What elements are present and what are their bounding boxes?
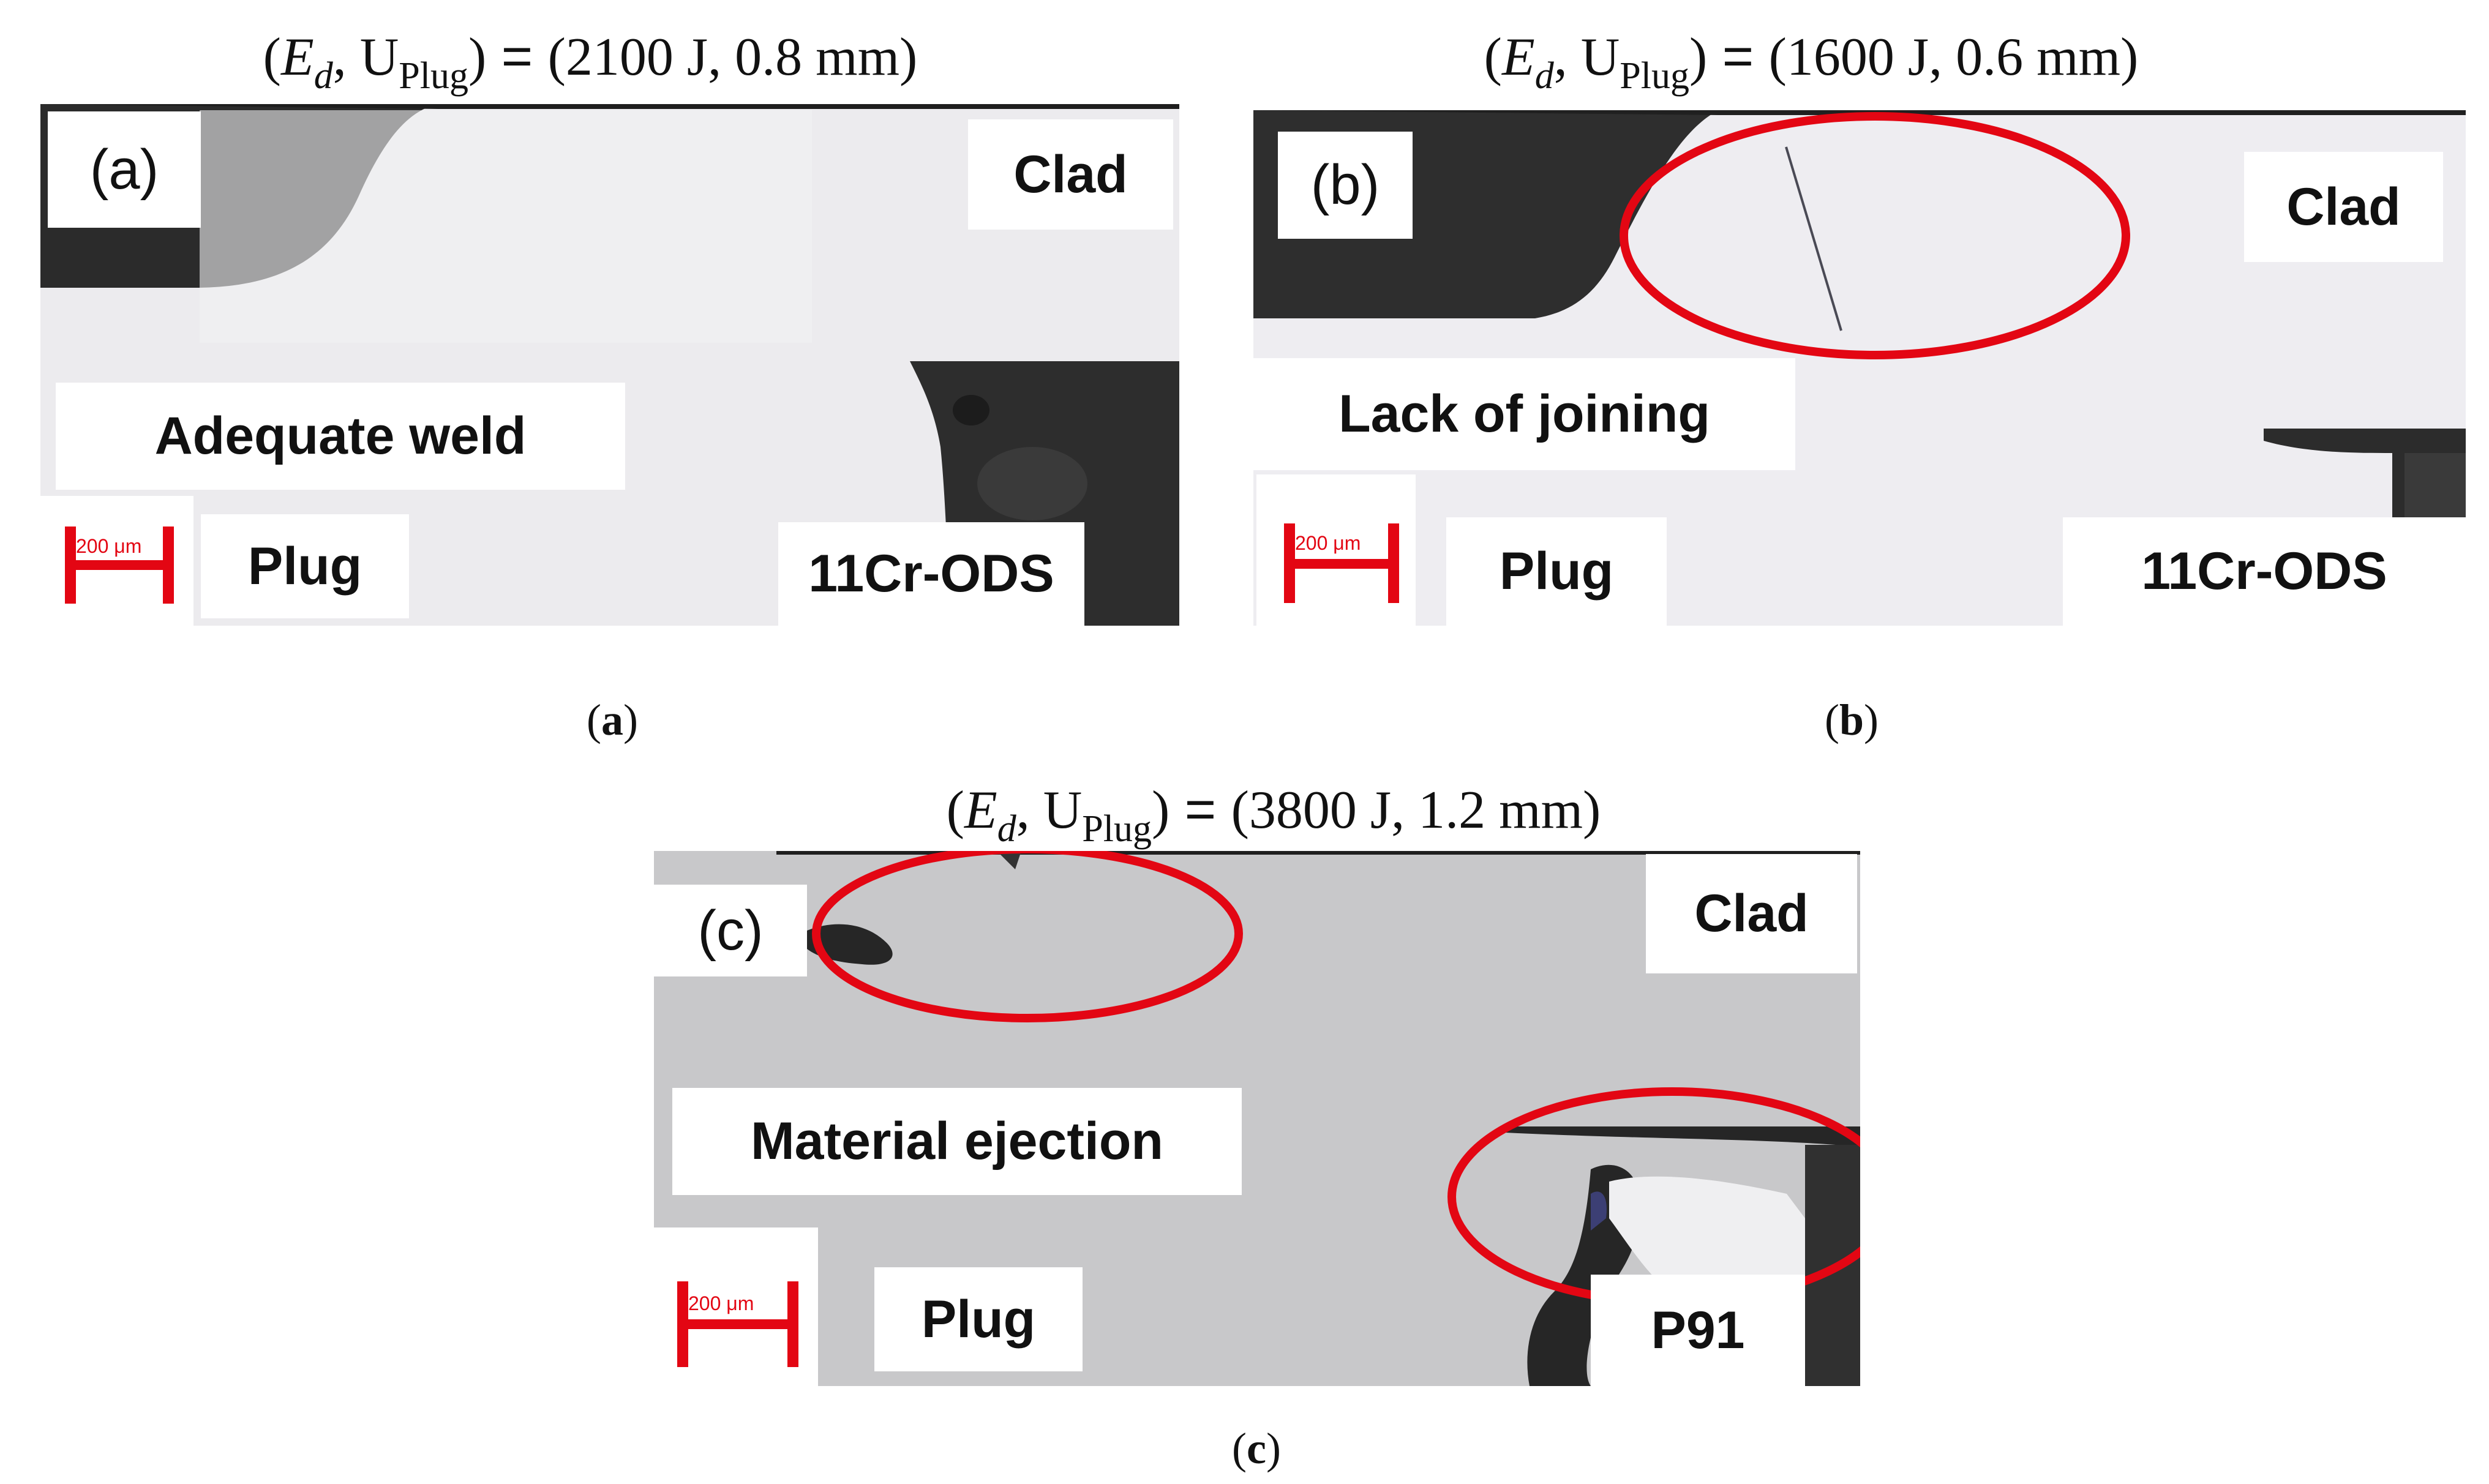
panel-c-clad-label: Clad bbox=[1646, 854, 1857, 973]
panel-c-microstructure bbox=[776, 851, 1860, 1386]
panel-b-caption: (b) bbox=[1824, 695, 1879, 744]
panel-c-highlight-ellipse-top bbox=[812, 851, 1243, 1022]
panel-a-micrograph: (a) Clad Adequate weld 200 μm Plug 11Cr-… bbox=[40, 104, 1179, 626]
panel-b-title: (Ed, UPlug) = (1600 J, 0.6 mm) bbox=[1484, 26, 2139, 97]
panel-b-tube-label: 11Cr-ODS bbox=[2063, 517, 2466, 626]
panel-a-letter: (a) bbox=[48, 111, 201, 228]
panel-b-clad-label: Clad bbox=[2244, 152, 2443, 262]
panel-c-title: (Ed, UPlug) = (3800 J, 1.2 mm) bbox=[946, 779, 1601, 850]
panel-c-scale-text: 200 μm bbox=[688, 1292, 754, 1314]
panel-b-highlight-ellipse bbox=[1620, 112, 2130, 359]
panel-a-weld-label: Adequate weld bbox=[56, 383, 625, 490]
panel-c-tube-label: P91 bbox=[1591, 1275, 1805, 1386]
panel-b-scale-bar: 200 μm bbox=[1256, 474, 1416, 626]
panel-a-microstructure bbox=[40, 104, 1179, 626]
panel-a-scale-text: 200 μm bbox=[76, 535, 142, 557]
panel-b-micrograph: (b) Clad Lack of joining 200 μm Plug 11C… bbox=[1253, 110, 2466, 626]
panel-a-scale-bar: 200 μm bbox=[40, 496, 193, 626]
panel-c-scale-bar: 200 μm bbox=[654, 1227, 818, 1386]
panel-a-title: (Ed, UPlug) = (2100 J, 0.8 mm) bbox=[263, 26, 918, 97]
panel-b-letter: (b) bbox=[1278, 132, 1413, 239]
panel-a-tube-label: 11Cr-ODS bbox=[778, 522, 1084, 626]
panel-b-plug-label: Plug bbox=[1446, 517, 1667, 626]
panel-a-caption: (a) bbox=[587, 695, 638, 744]
panel-c-letter: (c) bbox=[654, 885, 807, 976]
panel-c-weld-label: Material ejection bbox=[672, 1088, 1242, 1195]
panel-b-weld-label: Lack of joining bbox=[1253, 358, 1795, 470]
panel-c-caption: (c) bbox=[1232, 1424, 1281, 1473]
panel-a-clad-label: Clad bbox=[968, 119, 1173, 230]
panel-c-plug-label: Plug bbox=[874, 1267, 1083, 1371]
panel-b-scale-text: 200 μm bbox=[1295, 532, 1361, 554]
panel-a-plug-label: Plug bbox=[201, 514, 409, 618]
panel-c-micrograph: (c) Clad Material ejection 200 μm Plug P… bbox=[654, 851, 1860, 1386]
